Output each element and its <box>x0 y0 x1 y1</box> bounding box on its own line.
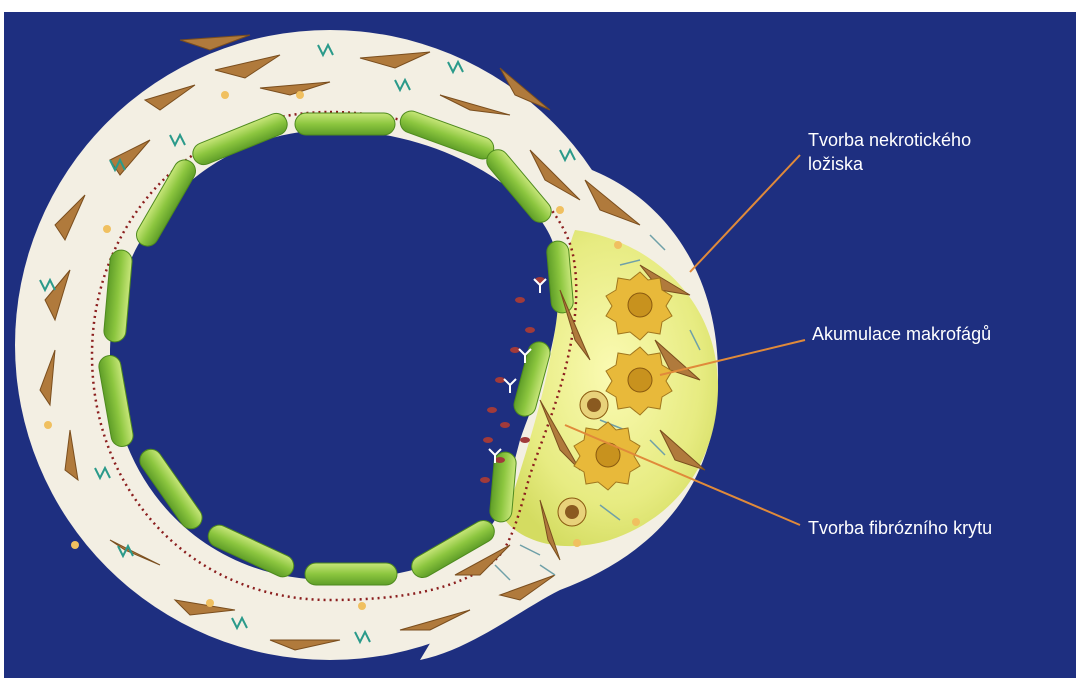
label-fibrous-cap: Tvorba fibrózního krytu <box>808 516 992 540</box>
leader-line-necrotic <box>690 155 800 272</box>
label-necrotic-core-line1: Tvorba nekrotického <box>808 128 971 152</box>
label-necrotic-core-line2: ložiska <box>808 152 971 176</box>
monocyte-cell <box>558 498 586 526</box>
monocyte-cell <box>580 391 608 419</box>
label-macrophage-accumulation: Akumulace makrofágů <box>812 322 991 346</box>
label-necrotic-core: Tvorba nekrotického ložiska <box>808 128 971 176</box>
